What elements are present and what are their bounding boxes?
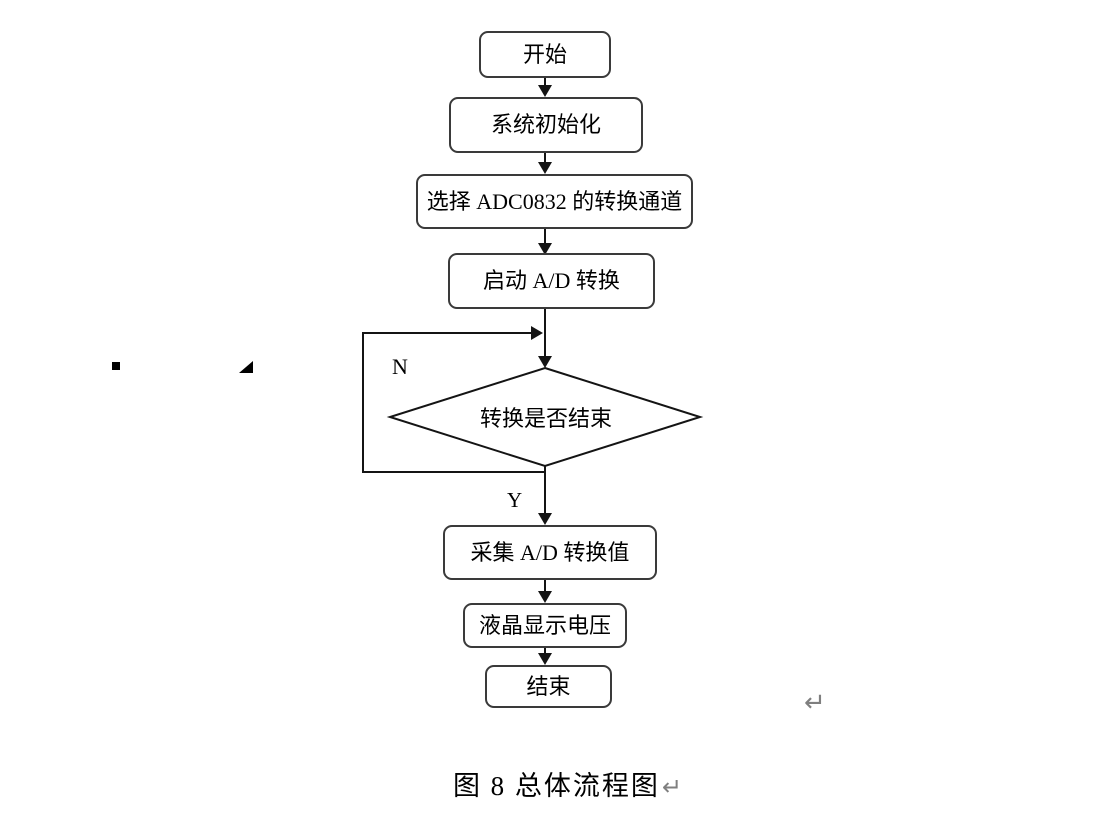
arrow-down-icon bbox=[538, 513, 552, 525]
flow-node-start-conversion: 启动 A/D 转换 bbox=[448, 253, 655, 309]
arrow-down-icon bbox=[538, 85, 552, 97]
flow-node-end: 结束 bbox=[485, 665, 612, 708]
arrow-down-icon bbox=[538, 653, 552, 665]
arrow-down-icon bbox=[538, 243, 552, 255]
flow-node-select-channel: 选择 ADC0832 的转换通道 bbox=[416, 174, 693, 229]
flow-node-decision-label: 转换是否结束 bbox=[479, 406, 612, 431]
loop-back-path bbox=[362, 332, 545, 473]
stray-triangle-mark bbox=[239, 361, 253, 373]
arrow-down-icon bbox=[538, 162, 552, 174]
branch-label-no: N bbox=[392, 354, 408, 379]
figure-caption-row: 图 8 总体流程图↵ bbox=[40, 764, 1095, 803]
paragraph-mark-icon: ↵ bbox=[661, 773, 683, 801]
paragraph-mark-icon: ↵ bbox=[804, 688, 826, 718]
arrow-down-icon bbox=[538, 591, 552, 603]
arrow-down-icon bbox=[538, 356, 552, 368]
branch-label-yes: Y bbox=[507, 488, 523, 512]
arrow-right-icon bbox=[531, 326, 543, 340]
figure-caption: 图 8 总体流程图 bbox=[452, 771, 660, 801]
flow-node-start: 开始 bbox=[479, 31, 611, 78]
flow-node-display: 液晶显示电压 bbox=[463, 603, 627, 648]
flow-node-collect: 采集 A/D 转换值 bbox=[443, 525, 657, 580]
flow-node-init: 系统初始化 bbox=[449, 97, 643, 153]
stray-square-mark bbox=[112, 362, 120, 370]
